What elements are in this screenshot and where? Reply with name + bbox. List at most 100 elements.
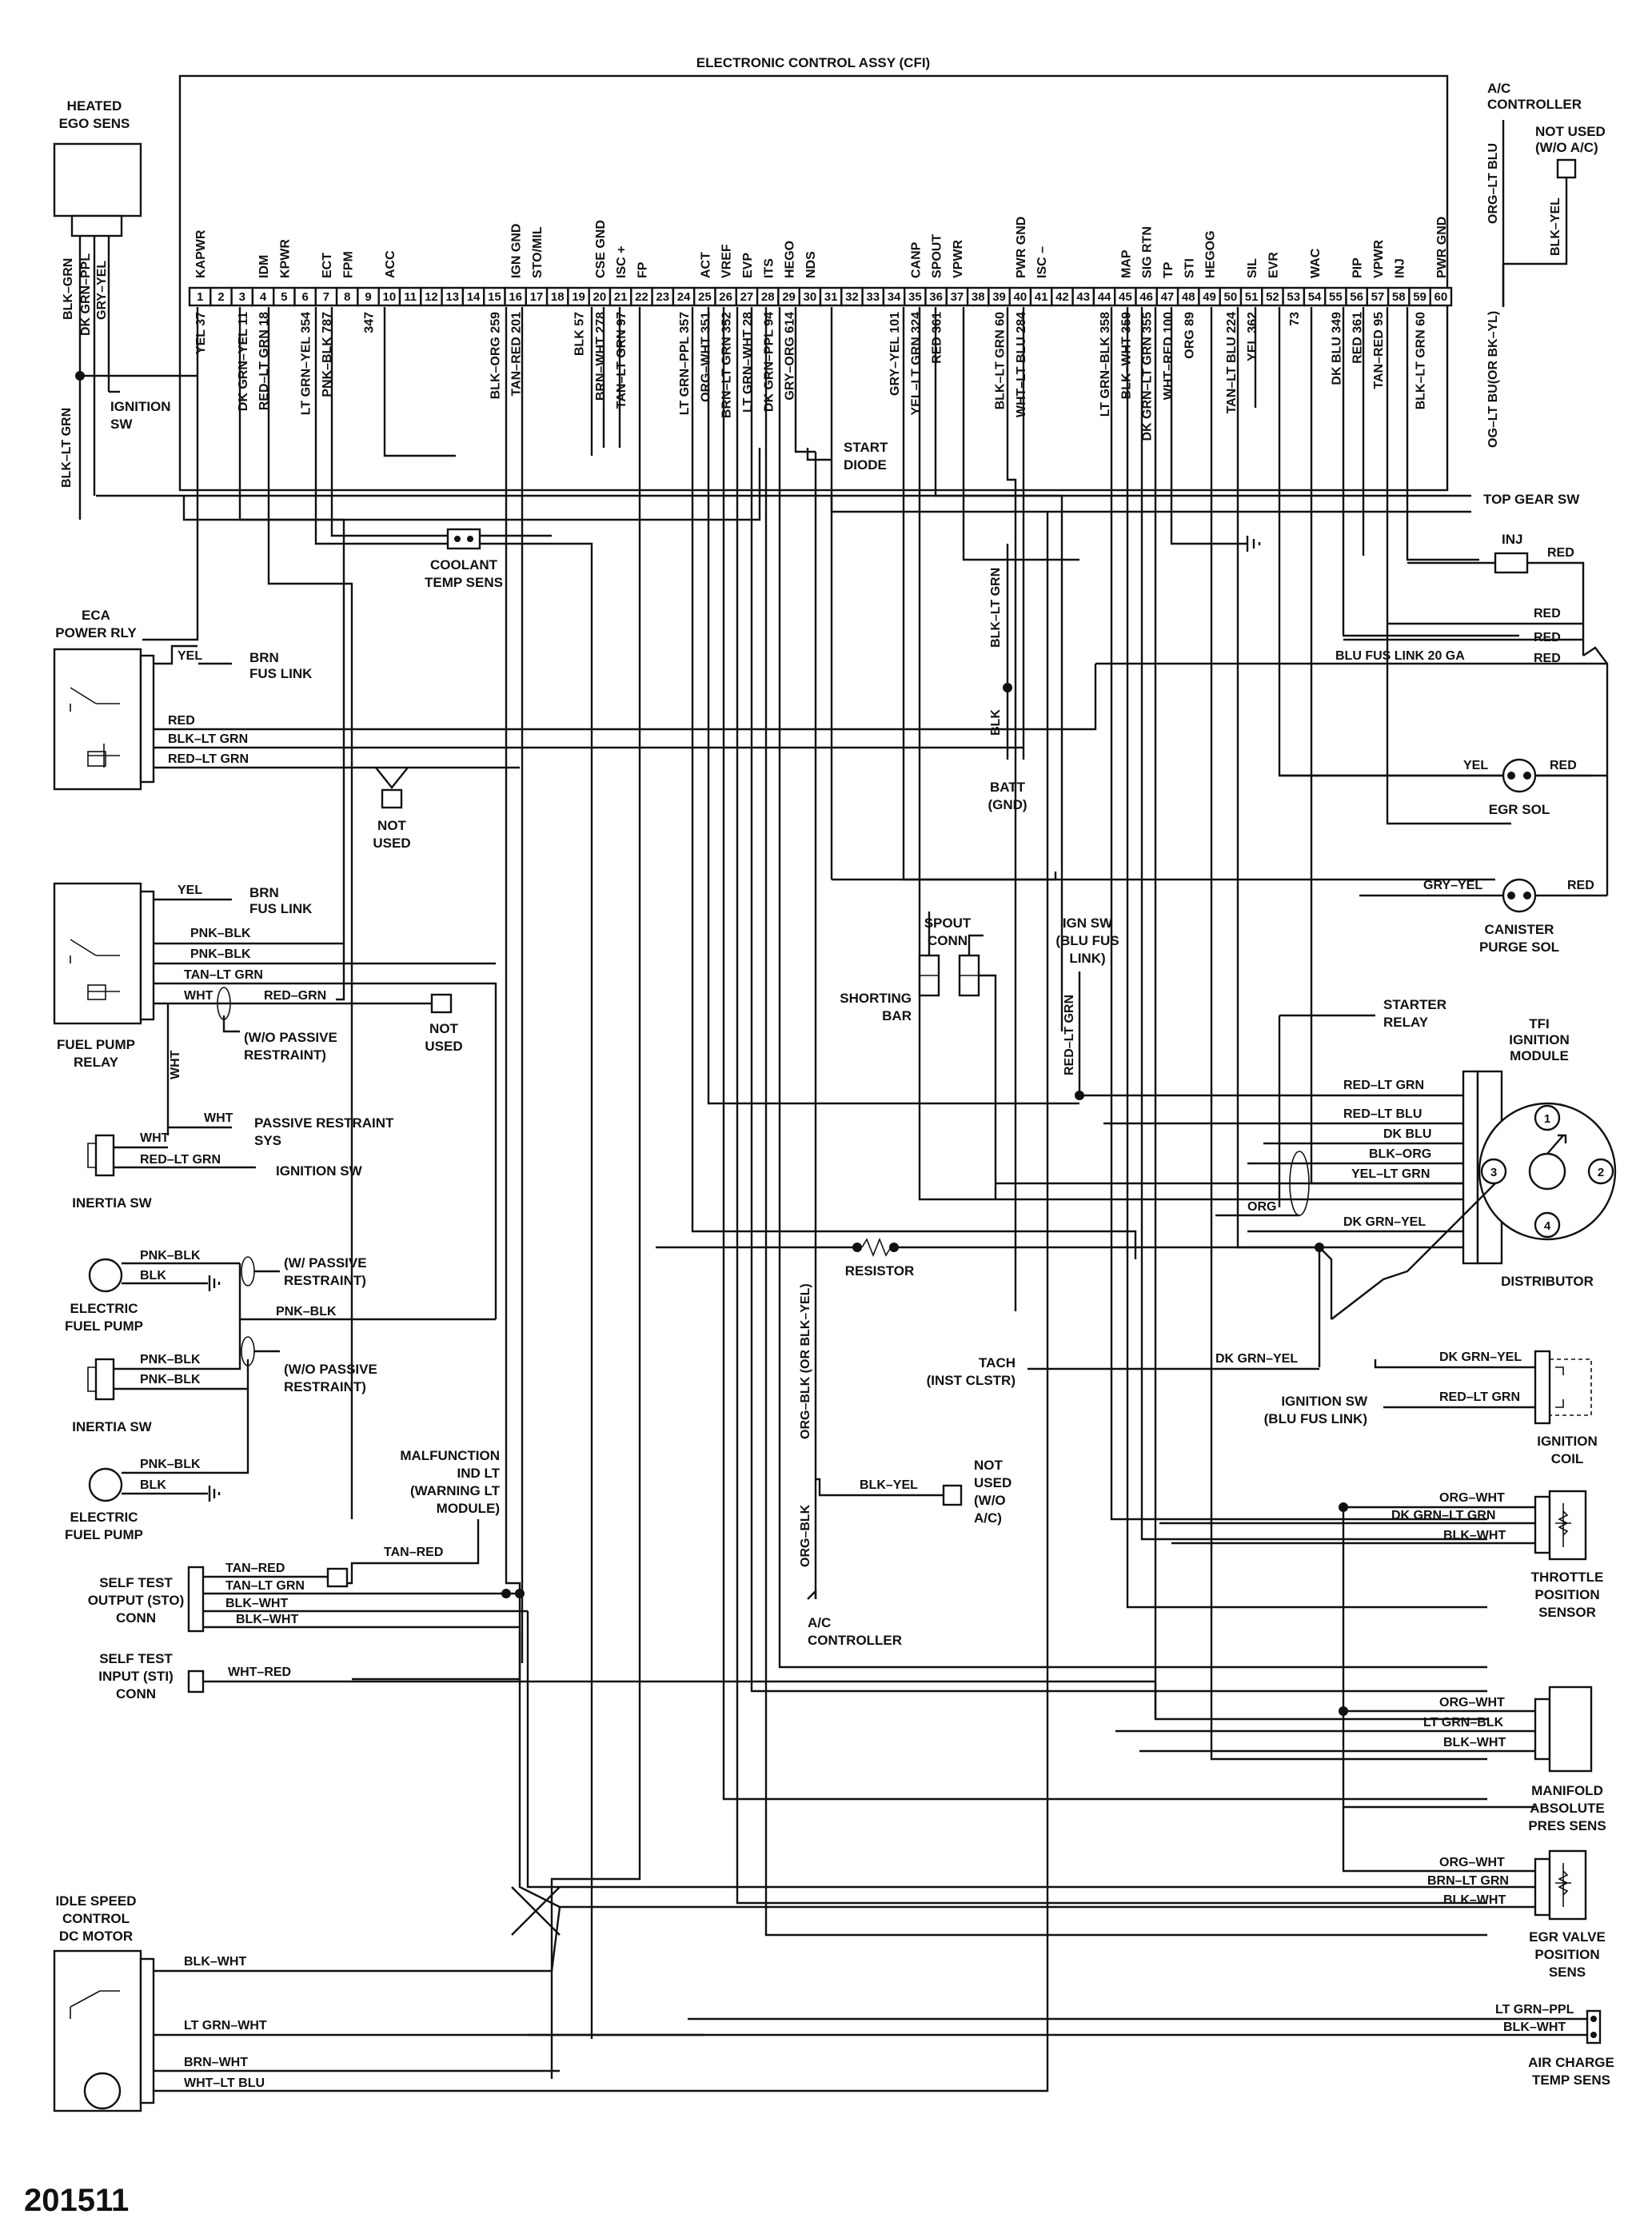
svg-text:USED: USED bbox=[974, 1475, 1012, 1490]
svg-text:BLK–WHT: BLK–WHT bbox=[1443, 1736, 1506, 1749]
ecu-pin-number: 53 bbox=[1287, 290, 1300, 304]
ecu-pin-function: HEGO bbox=[784, 241, 797, 278]
svg-text:SENSOR: SENSOR bbox=[1538, 1605, 1596, 1620]
ecu-pin-number: 38 bbox=[972, 290, 985, 304]
svg-text:INJ: INJ bbox=[1502, 532, 1522, 547]
ecu-pin-number: 37 bbox=[951, 290, 964, 304]
ecu-pin-wire-code: 347 bbox=[363, 312, 377, 333]
ecu-pin-function: WAC bbox=[1309, 248, 1323, 278]
ac-controller-top: A/C CONTROLLER NOT USED (W/O A/C) ORG–LT… bbox=[1486, 81, 1606, 448]
ecu-pin-wire-code: 73 bbox=[1288, 312, 1302, 326]
svg-text:BLK–WHT: BLK–WHT bbox=[236, 1613, 298, 1626]
svg-text:SELF TEST: SELF TEST bbox=[99, 1575, 173, 1590]
svg-text:POSITION: POSITION bbox=[1534, 1947, 1599, 1962]
ecu-pin-function: EVP bbox=[741, 253, 755, 278]
ecu-pin-function: TP bbox=[1162, 261, 1175, 278]
svg-text:LT GRN–PPL: LT GRN–PPL bbox=[1495, 2003, 1574, 2017]
svg-text:CONTROL: CONTROL bbox=[62, 1911, 130, 1926]
svg-text:GRY–YEL: GRY–YEL bbox=[1423, 879, 1482, 892]
svg-text:BLK–ORG: BLK–ORG bbox=[1369, 1147, 1431, 1161]
tfi-ignition-module: TFI IGNITION MODULE 1 2 3 4 DISTRIBUTOR … bbox=[996, 1016, 1617, 1289]
ecu-pin-number: 14 bbox=[467, 290, 481, 304]
svg-text:IGNITION: IGNITION bbox=[1509, 1032, 1570, 1047]
svg-text:DK GRN–YEL: DK GRN–YEL bbox=[1215, 1352, 1298, 1366]
throttle-position-sensor: ORG–WHT DK GRN–LT GRN BLK–WHT THROTTLE P… bbox=[1159, 1490, 1603, 1620]
ecu-pin-function: SIL bbox=[1246, 258, 1259, 278]
ac-controller-bottom: ORG–BLK (OR BLK–YEL) ORG–BLK BLK–YEL NOT… bbox=[799, 464, 1012, 1648]
svg-text:(GND): (GND) bbox=[988, 797, 1027, 812]
svg-text:SW: SW bbox=[110, 417, 133, 432]
svg-text:COOLANT: COOLANT bbox=[430, 557, 498, 572]
svg-text:COIL: COIL bbox=[1551, 1451, 1584, 1466]
svg-text:PURGE SOL: PURGE SOL bbox=[1479, 939, 1559, 955]
svg-text:CONTROLLER: CONTROLLER bbox=[808, 1633, 902, 1648]
svg-text:ELECTRIC: ELECTRIC bbox=[70, 1301, 138, 1316]
svg-text:BLK–WHT: BLK–WHT bbox=[225, 1597, 288, 1610]
svg-text:PNK–BLK: PNK–BLK bbox=[140, 1458, 201, 1471]
ecu-pin-wire-code: LT GRN–BLK 358 bbox=[1099, 312, 1112, 417]
svg-text:RESTRAINT): RESTRAINT) bbox=[284, 1379, 366, 1394]
ecu-pin-number: 33 bbox=[866, 290, 880, 304]
svg-text:BLK: BLK bbox=[989, 709, 1003, 736]
ecu-pin-function: ACT bbox=[699, 252, 712, 278]
ecu-pin-number: 50 bbox=[1224, 290, 1238, 304]
svg-text:ORG: ORG bbox=[1247, 1200, 1276, 1214]
ecu-pin-number: 21 bbox=[614, 290, 628, 304]
svg-text:YEL–LT GRN: YEL–LT GRN bbox=[1351, 1167, 1430, 1181]
svg-text:WHT: WHT bbox=[140, 1131, 170, 1145]
tach-inst-cluster: TACH (INST CLSTR) DK GRN–YEL bbox=[927, 1352, 1319, 1388]
svg-text:BRN–WHT: BRN–WHT bbox=[184, 2056, 248, 2069]
ecu-pin-number: 48 bbox=[1182, 290, 1195, 304]
svg-text:CANISTER: CANISTER bbox=[1485, 922, 1554, 937]
svg-text:GRY–YEL: GRY–YEL bbox=[95, 261, 109, 320]
ecu-pin-number: 56 bbox=[1350, 290, 1363, 304]
ecu-pin-number: 40 bbox=[1014, 290, 1028, 304]
svg-text:SELF TEST: SELF TEST bbox=[99, 1651, 173, 1666]
ecu-pin-wire-code: ORG 89 bbox=[1183, 312, 1196, 359]
ecu-pin-number: 30 bbox=[804, 290, 817, 304]
ecu-pin-number: 29 bbox=[782, 290, 796, 304]
ecu-pin-wire-code: DK GRN–PPL 94 bbox=[762, 312, 776, 412]
ign-sw-blu-fus: IGN SW (BLU FUS LINK) RED–LT GRN bbox=[1055, 916, 1119, 1100]
ecu-box bbox=[178, 74, 1449, 492]
ecu-pin-function: FPM bbox=[341, 251, 355, 278]
harness-wires bbox=[142, 307, 1591, 2079]
svg-text:BRN–LT GRN: BRN–LT GRN bbox=[1427, 1874, 1509, 1888]
svg-text:RED: RED bbox=[1547, 546, 1574, 560]
ecu-pin-number: 7 bbox=[323, 290, 329, 304]
svg-text:USED: USED bbox=[373, 836, 410, 851]
ecu-pin-number: 49 bbox=[1203, 290, 1216, 304]
svg-text:(WARNING LT: (WARNING LT bbox=[410, 1483, 501, 1498]
ecu-pin-number: 36 bbox=[929, 290, 943, 304]
ecu-pin-number: 8 bbox=[344, 290, 350, 304]
ecu-pin-number: 41 bbox=[1035, 290, 1048, 304]
svg-text:MODULE: MODULE bbox=[1510, 1048, 1569, 1063]
svg-text:2: 2 bbox=[1598, 1166, 1604, 1179]
svg-text:BLK–YEL: BLK–YEL bbox=[1549, 197, 1562, 256]
svg-text:BLK–WHT: BLK–WHT bbox=[184, 1955, 246, 1969]
ground-symbol-upper bbox=[1215, 536, 1261, 552]
svg-text:FUEL PUMP: FUEL PUMP bbox=[65, 1318, 143, 1334]
ecu-pin-number: 26 bbox=[719, 290, 732, 304]
ecu-pin-function: ACC bbox=[384, 250, 397, 278]
ecu-pin-wire-code: ORG–WHT 351 bbox=[699, 312, 712, 402]
ecu-pin-function: SPOUT bbox=[931, 234, 944, 278]
spout-connector: SPOUT CONN SHORTING BAR bbox=[840, 912, 997, 1199]
ecu-pin-number: 6 bbox=[301, 290, 308, 304]
svg-text:BATT: BATT bbox=[990, 780, 1026, 795]
svg-text:(W/O PASSIVE: (W/O PASSIVE bbox=[284, 1362, 377, 1377]
svg-text:BLK–LT GRN: BLK–LT GRN bbox=[60, 408, 74, 488]
ecu-pin-function: NDS bbox=[804, 251, 818, 278]
svg-text:ORG–BLK (OR BLK–YEL): ORG–BLK (OR BLK–YEL) bbox=[799, 1283, 812, 1439]
svg-text:CONN: CONN bbox=[116, 1686, 156, 1701]
ecu-pin-number: 18 bbox=[551, 290, 565, 304]
svg-text:IGN SW: IGN SW bbox=[1063, 916, 1113, 931]
svg-text:EGO SENS: EGO SENS bbox=[59, 116, 130, 131]
manifold-absolute-pressure-sensor: ORG–WHT LT GRN–BLK BLK–WHT MANIFOLD ABSO… bbox=[1115, 1507, 1606, 1833]
ecu-pin-wire-code: PNK–BLK 787 bbox=[321, 312, 334, 397]
air-charge-temp-sensor: LT GRN–PPL BLK–WHT AIR CHARGE TEMP SENS bbox=[528, 2003, 1614, 2088]
ecu-pin-number: 12 bbox=[425, 290, 438, 304]
svg-text:(BLU FUS: (BLU FUS bbox=[1055, 933, 1119, 948]
